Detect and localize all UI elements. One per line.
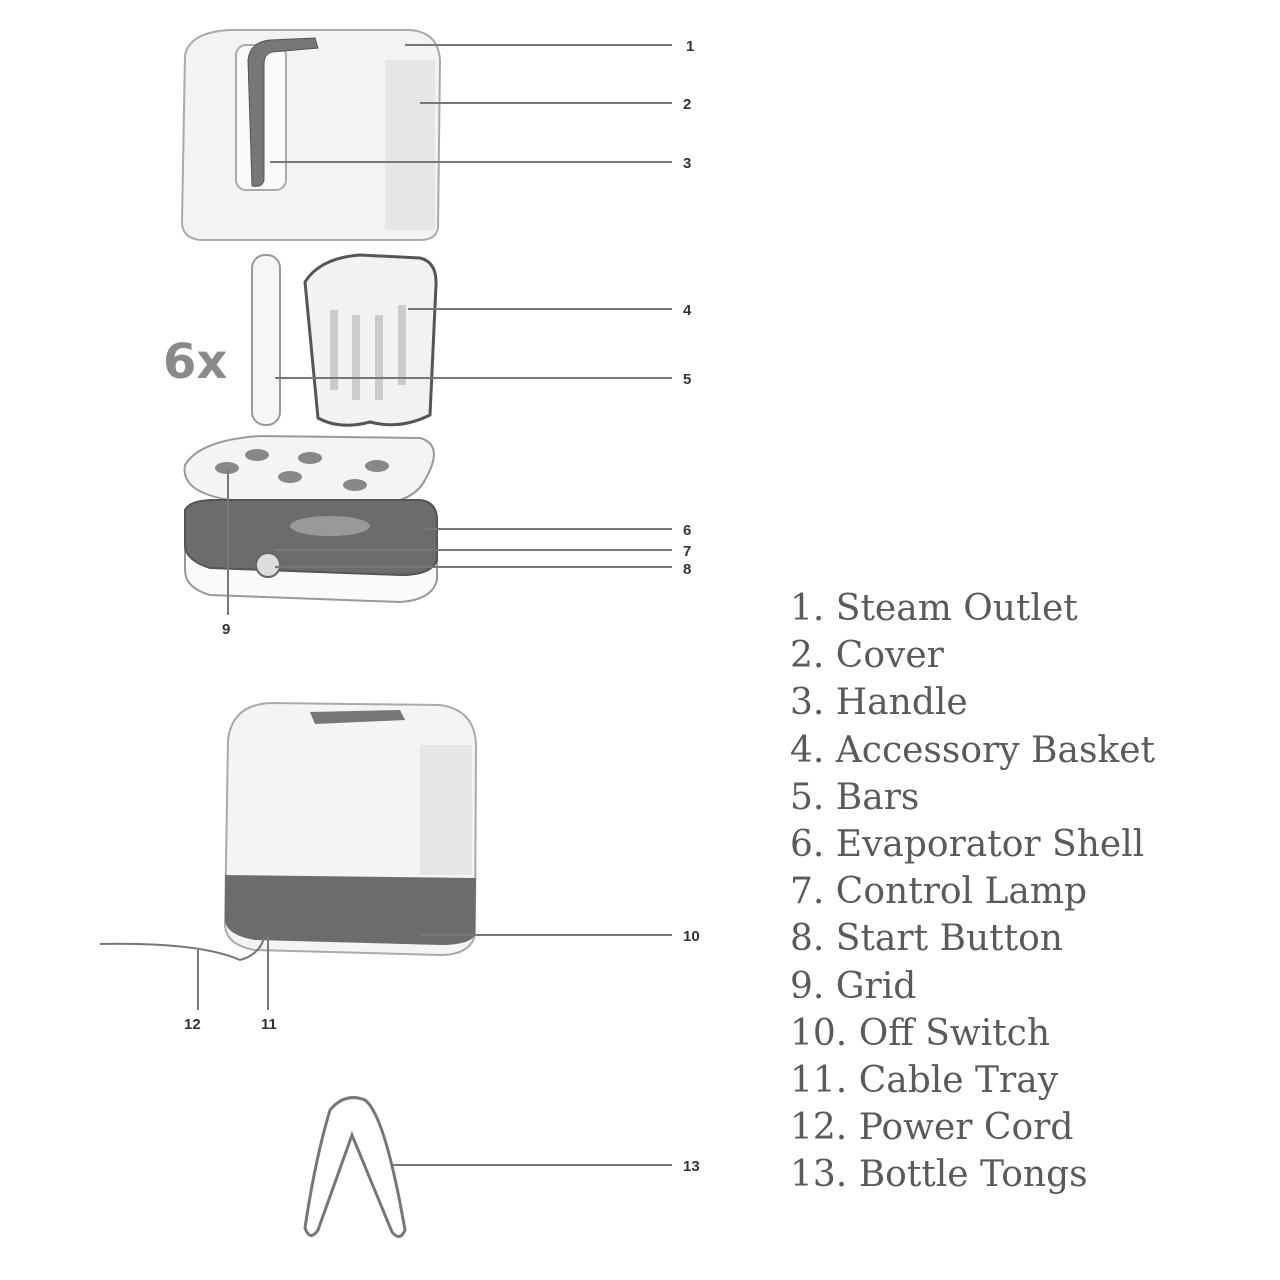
callout-12: 12	[184, 1016, 201, 1033]
legend-item: 1. Steam Outlet	[790, 588, 1078, 629]
legend-item: 11. Cable Tray	[790, 1060, 1059, 1102]
cover-part	[180, 29, 442, 241]
callout-leader-lines	[197, 44, 672, 1166]
accessory-basket-part	[303, 253, 438, 427]
legend-item: 13. Bottle Tongs	[790, 1154, 1088, 1196]
grid-part	[183, 434, 435, 507]
callout-11: 11	[261, 1016, 277, 1033]
legend-item: 4. Accessory Basket	[790, 729, 1156, 771]
callout-7: 7	[683, 543, 691, 560]
callout-5: 5	[683, 371, 691, 388]
legend-item: 7. Control Lamp	[790, 871, 1088, 913]
callout-13: 13	[683, 1158, 700, 1175]
callout-2: 2	[683, 96, 691, 113]
callout-10: 10	[683, 928, 700, 945]
callout-8: 8	[683, 561, 691, 578]
callout-6: 6	[683, 522, 691, 539]
legend-item: 2. Cover	[790, 635, 944, 677]
legend-item: 9. Grid	[790, 965, 917, 1007]
callout-9: 9	[222, 621, 230, 638]
parts-legend: 1. Steam Outlet 2. Cover 3. Handle 4. Ac…	[790, 585, 1155, 1199]
callout-1: 1	[686, 38, 694, 55]
quantity-label: 6x	[163, 334, 227, 390]
assembled-sterilizer	[99, 701, 478, 962]
legend-item: 12. Power Cord	[790, 1107, 1074, 1149]
bottle-tongs	[303, 1096, 407, 1238]
legend-item: 8. Start Button	[790, 918, 1063, 960]
legend-item: 6. Evaporator Shell	[790, 824, 1145, 866]
legend-item: 10. Off Switch	[790, 1012, 1051, 1054]
callout-numbers: 1 2 3 4 5 6 7 8 9 10 11 12 13	[184, 38, 700, 1175]
callout-3: 3	[683, 155, 691, 172]
legend-item: 3. Handle	[790, 682, 968, 724]
bar-part	[251, 254, 281, 426]
legend-item: 5. Bars	[790, 776, 920, 818]
callout-4: 4	[683, 302, 692, 319]
